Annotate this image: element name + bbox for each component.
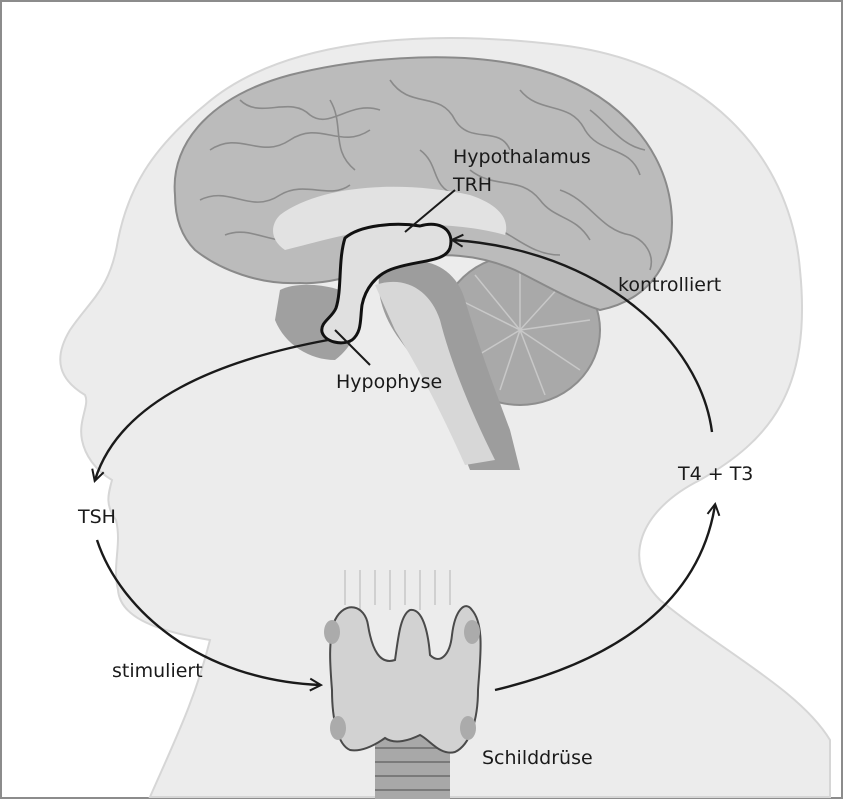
label-stimuliert: stimuliert bbox=[112, 662, 203, 681]
label-kontrolliert: kontrolliert bbox=[618, 276, 721, 295]
thyroid-gland bbox=[330, 606, 481, 752]
label-hypophyse: Hypophyse bbox=[336, 373, 442, 392]
label-t4-t3: T4 + T3 bbox=[678, 465, 753, 484]
label-schilddruese: Schilddrüse bbox=[482, 749, 593, 768]
label-hypothalamus: Hypothalamus bbox=[453, 148, 591, 167]
label-tsh: TSH bbox=[78, 508, 116, 527]
label-trh: TRH bbox=[453, 176, 492, 195]
